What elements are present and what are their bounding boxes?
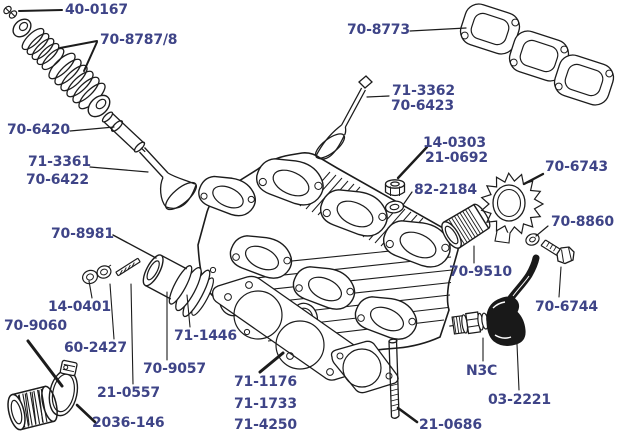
part-label-70-6744: 70-6744	[535, 299, 598, 315]
part-label-71-1176: 71-1176	[234, 374, 297, 390]
leader-70-9060	[28, 341, 62, 386]
spring-collar	[84, 91, 114, 121]
part-label-70-9060: 70-9060	[4, 318, 67, 334]
leader-70-8981	[113, 235, 156, 258]
spring-cup	[10, 16, 35, 41]
part-label-14-0303: 14-0303	[423, 135, 486, 151]
leader-70-6743	[524, 174, 543, 184]
part-label-21-0686: 21-0686	[419, 417, 482, 433]
part-label-N3C: N3C	[466, 363, 498, 379]
part-label-70-6420: 70-6420	[7, 122, 70, 138]
rubber-sleeve	[5, 385, 60, 432]
part-label-2036-146: 2036-146	[92, 415, 165, 431]
flat-washer	[385, 200, 404, 214]
right-valve	[312, 76, 372, 162]
leader-lines	[19, 10, 561, 422]
leader-71-3361	[90, 167, 148, 172]
part-label-21-0557: 21-0557	[97, 385, 160, 401]
manifold-stud	[116, 258, 140, 276]
part-label-70-8787-8: 70-8787/8	[100, 32, 178, 48]
part-label-71-3362: 71-3362	[392, 83, 455, 99]
part-label-70-6743: 70-6743	[545, 159, 608, 175]
finned-gear	[482, 173, 543, 243]
leader-14-0401	[89, 281, 92, 298]
part-label-70-8981: 70-8981	[51, 226, 114, 242]
ht-lead-highlight	[513, 276, 529, 296]
leader-03-2221	[517, 344, 519, 390]
inlet-stub	[139, 252, 166, 288]
leader-71-3362	[367, 96, 389, 97]
plain-washer	[81, 268, 100, 285]
leader-21-0557	[131, 284, 133, 384]
part-label-21-0692: 21-0692	[425, 150, 488, 166]
long-stud	[389, 339, 400, 418]
ht-lead	[511, 258, 536, 298]
leader-40-0167	[19, 10, 62, 11]
leader-71-1176	[260, 353, 283, 372]
hex-bolt	[541, 240, 574, 264]
leader-60-2427	[110, 284, 114, 339]
leader-70-8773	[410, 28, 466, 31]
part-label-70-9057: 70-9057	[143, 361, 206, 377]
leader-70-8860	[536, 226, 548, 236]
hex-nut	[386, 180, 405, 196]
valve-collets	[2, 5, 18, 20]
part-label-71-3361: 71-3361	[28, 154, 91, 170]
valve-guide	[101, 111, 146, 154]
part-label-70-9510: 70-9510	[449, 264, 512, 280]
head-port-pads	[194, 147, 457, 348]
part-label-71-1446: 71-1446	[174, 328, 237, 344]
inlet-stub-assembly	[135, 244, 219, 322]
leader-14-0303	[398, 147, 427, 178]
plug-cap	[487, 258, 536, 345]
exhaust-adaptor	[438, 201, 493, 251]
part-label-71-4250: 71-4250	[234, 417, 297, 433]
part-label-71-1733: 71-1733	[234, 396, 297, 412]
part-label-70-6422: 70-6422	[26, 172, 89, 188]
part-label-70-8860: 70-8860	[551, 214, 614, 230]
leader-2036-146	[77, 405, 95, 422]
part-label-70-6423: 70-6423	[391, 98, 454, 114]
leader-70-8787-a	[60, 41, 97, 48]
cylinder-head	[194, 147, 458, 352]
part-label-70-8773: 70-8773	[347, 22, 410, 38]
part-label-82-2184: 82-2184	[414, 182, 477, 198]
part-label-14-0401: 14-0401	[48, 299, 111, 315]
part-label-40-0167: 40-0167	[65, 2, 128, 18]
leader-82-2184	[403, 192, 412, 205]
small-washer	[524, 232, 541, 248]
hose-clip	[45, 359, 83, 418]
part-label-03-2221: 03-2221	[488, 392, 551, 408]
part-label-60-2427: 60-2427	[64, 340, 127, 356]
manifold-gasket	[457, 0, 617, 108]
leader-70-8787-b	[84, 42, 97, 71]
leader-21-0686	[398, 408, 417, 422]
leader-70-6744	[559, 267, 561, 297]
leader-70-6420	[70, 127, 114, 131]
left-valve	[140, 148, 201, 214]
spring-washer	[95, 264, 112, 280]
leader-71-1446	[187, 295, 190, 327]
